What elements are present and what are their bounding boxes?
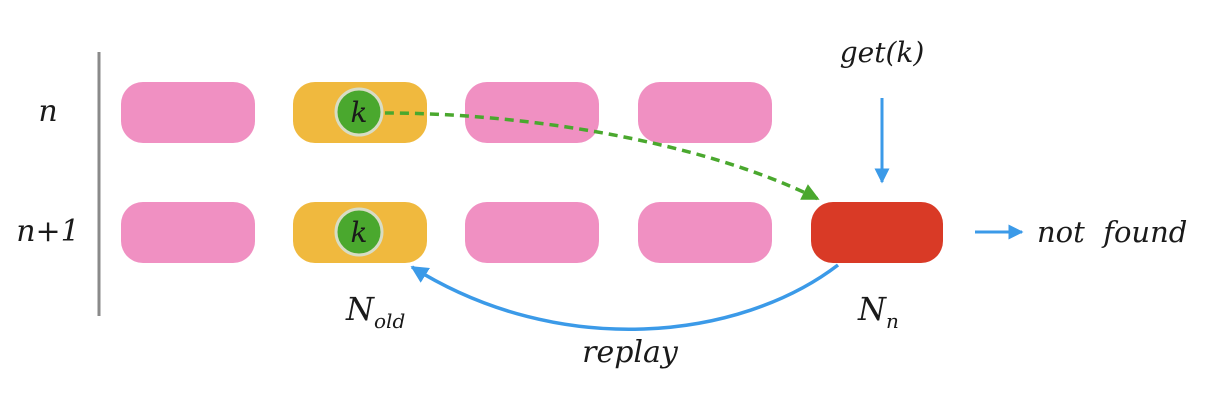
node-n1-1 bbox=[121, 202, 255, 263]
n-n-label: Nn bbox=[857, 290, 899, 333]
node-n-4 bbox=[638, 82, 772, 143]
query-label: get(k) bbox=[840, 36, 925, 69]
node-n1-4 bbox=[638, 202, 772, 263]
node-n1-3 bbox=[465, 202, 599, 263]
n-old-label: Nold bbox=[345, 290, 405, 333]
n-n-base: N bbox=[857, 290, 887, 328]
level-label-n-plus-1: n+1 bbox=[16, 214, 80, 249]
replay-label: replay bbox=[582, 335, 679, 370]
key-marker-n: k bbox=[334, 87, 384, 137]
node-n-3 bbox=[465, 82, 599, 143]
n-old-subscript: old bbox=[374, 309, 405, 333]
key-label-n1: k bbox=[351, 216, 368, 249]
key-label-n: k bbox=[351, 96, 368, 129]
replay-arrow bbox=[410, 263, 840, 331]
node-n-1 bbox=[121, 82, 255, 143]
node-new-n-n bbox=[811, 202, 943, 263]
n-n-subscript: n bbox=[886, 309, 899, 333]
level-label-n: n bbox=[38, 94, 57, 129]
result-label: not found bbox=[1037, 215, 1187, 249]
n-old-base: N bbox=[345, 290, 375, 328]
key-marker-n1: k bbox=[334, 207, 384, 257]
